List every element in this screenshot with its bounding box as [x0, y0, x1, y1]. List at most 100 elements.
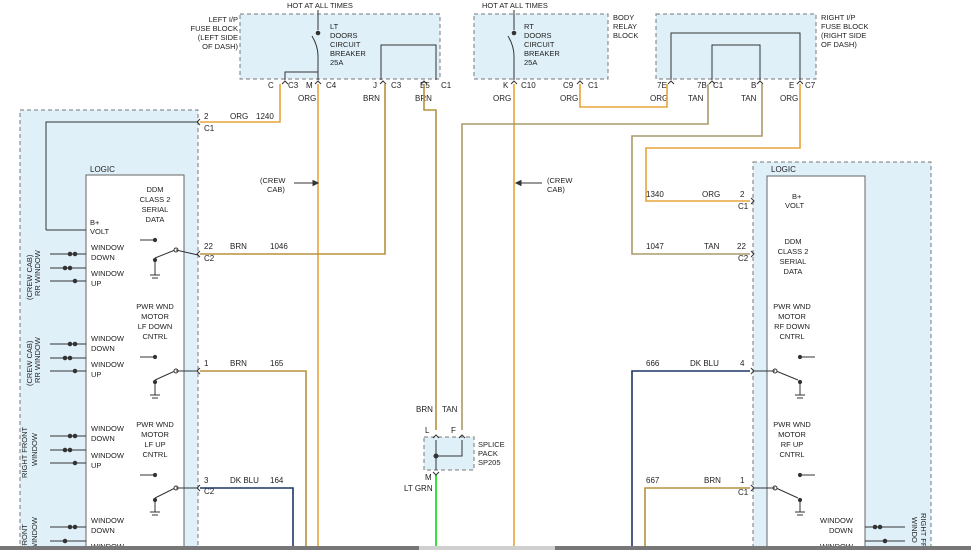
left-circuit-3-pin: 1: [204, 359, 209, 368]
left-side-label-1: (CREW CAB): [25, 254, 34, 300]
right-window-down: WINDOW: [820, 516, 854, 525]
right-circuit-4-conn: C1: [738, 488, 749, 497]
left-fuse-block: [239, 13, 441, 80]
left-circuit-4-color: DK BLU: [230, 476, 259, 485]
right-fuse-pin: C1: [713, 81, 724, 90]
right-side-label: RIGHT FR: [919, 513, 928, 549]
splice-title: PACK: [478, 449, 498, 458]
crew-cab-arrow-right: [514, 179, 542, 187]
right-fuse-title: RIGHT I/P: [821, 13, 855, 22]
left-fuse-pin: J: [373, 81, 377, 90]
right-fuse-wire-color: TAN: [688, 94, 704, 103]
left-fuse-block-title: LEFT I/P: [209, 15, 238, 24]
body-relay-block: [473, 13, 609, 80]
wire-brn-667: [644, 487, 750, 550]
body-relay-wire-color: ORG: [560, 94, 578, 103]
bottom-scroll-strip: [0, 546, 971, 550]
left-breaker-label: DOORS: [330, 31, 358, 40]
left-breaker-label: BREAKER: [330, 49, 366, 58]
left-fuse-pin: C: [268, 81, 274, 90]
crew-cab-note-left: (CREW: [260, 176, 286, 185]
left-circuit-1-conn: C1: [204, 124, 215, 133]
left-ddm-label: DATA: [146, 215, 165, 224]
splice-title: SPLICE: [478, 440, 505, 449]
splice-out-color: LT GRN: [404, 484, 433, 493]
right-breaker-label: CIRCUIT: [524, 40, 555, 49]
right-breaker-label: BREAKER: [524, 49, 560, 58]
left-motor-up-label: LF UP: [144, 440, 165, 449]
splice-in-color-brn: BRN: [416, 405, 433, 414]
wire-dkblu-164: [200, 487, 294, 550]
right-window-down-b: DOWN: [829, 526, 853, 535]
right-logic-label: LOGIC: [771, 165, 796, 174]
wire-brn-1046: [200, 84, 386, 255]
right-fuse-title: FUSE BLOCK: [821, 22, 869, 31]
left-window-up-3b: UP: [91, 461, 101, 470]
wire-org-1340: [645, 84, 801, 202]
right-motor-up-label: PWR WND: [773, 420, 811, 429]
left-module-internal-wiring: [45, 121, 198, 544]
right-motor-up-label: CNTRL: [779, 450, 804, 459]
left-circuit-4-pin: 3: [204, 476, 209, 485]
crew-cab-note-left: CAB): [267, 185, 285, 194]
left-motor-up-label: MOTOR: [141, 430, 169, 439]
left-ddm-label: CLASS 2: [140, 195, 171, 204]
splice-pack: [423, 436, 475, 471]
left-window-up-1: WINDOW: [91, 269, 125, 278]
right-circuit-1-color: ORG: [702, 190, 720, 199]
right-fuse-wire-color: ORG: [780, 94, 798, 103]
right-motor-up-label: MOTOR: [778, 430, 806, 439]
right-fuse-title: OF DASH): [821, 40, 857, 49]
left-window-down-2b: DOWN: [91, 344, 115, 353]
right-motor-up-label: RF UP: [781, 440, 804, 449]
left-window-down-1: WINDOW: [91, 243, 125, 252]
splice-title: SP205: [478, 458, 501, 467]
body-relay-title: BODY: [613, 13, 634, 22]
left-fuse-pin: C1: [441, 81, 452, 90]
right-ddm-label: DATA: [784, 267, 803, 276]
left-connector-marks: [196, 118, 201, 492]
right-circuit-4-color: BRN: [704, 476, 721, 485]
left-window-down-1b: DOWN: [91, 253, 115, 262]
left-fuse-pin: C3: [288, 81, 299, 90]
splice-in-color-tan: TAN: [442, 405, 458, 414]
right-motor-down-label: MOTOR: [778, 312, 806, 321]
left-window-down-4b: DOWN: [91, 526, 115, 535]
left-window-up-2b: UP: [91, 370, 101, 379]
left-fuse-wire-color: ORG: [298, 94, 316, 103]
wire-brn-splice: [423, 84, 437, 430]
left-ddm-label: DDM: [146, 185, 163, 194]
left-breaker-label: CIRCUIT: [330, 40, 361, 49]
right-circuit-4-pin: 1: [740, 476, 745, 485]
left-window-up-2: WINDOW: [91, 360, 125, 369]
left-side-label-3b: WINDOW: [30, 432, 39, 466]
crew-cab-arrow-left: [294, 179, 320, 187]
right-fuse-pin: B: [751, 81, 756, 90]
right-circuit-2-color: TAN: [704, 242, 720, 251]
splice-pin-m: M: [425, 473, 432, 482]
left-fuse-block-title: (LEFT SIDE: [198, 33, 238, 42]
right-logic-box: [766, 175, 866, 550]
right-fuse-internal: [670, 32, 801, 80]
body-relay-pin: C10: [521, 81, 536, 90]
left-side-label-3: RIGHT FRONT: [20, 426, 29, 478]
left-window-down-4: WINDOW: [91, 516, 125, 525]
left-circuit-2-number: 1046: [270, 242, 288, 251]
left-logic-label: LOGIC: [90, 165, 115, 174]
left-motor-up-label: CNTRL: [142, 450, 167, 459]
left-side-label-4: FRONT: [20, 524, 29, 550]
right-circuit-2-pin: 22: [737, 242, 746, 251]
left-bplus-label-2: VOLT: [90, 227, 109, 236]
right-circuit-2-conn: C2: [738, 254, 749, 263]
left-circuit-4-conn: C2: [204, 487, 215, 496]
right-motor-down-label: RF DOWN: [774, 322, 810, 331]
right-circuit-3-pin: 4: [740, 359, 745, 368]
right-fuse-wire-color: TAN: [741, 94, 757, 103]
right-ddm-label: DDM: [784, 237, 801, 246]
fuse-pin-chevrons: [281, 80, 804, 85]
right-fuse-pin: 7E: [657, 81, 667, 90]
body-relay-internal: [507, 10, 517, 80]
crew-cab-note-right: (CREW: [547, 176, 573, 185]
right-circuit-3-color: DK BLU: [690, 359, 719, 368]
right-breaker-label: DOORS: [524, 31, 552, 40]
